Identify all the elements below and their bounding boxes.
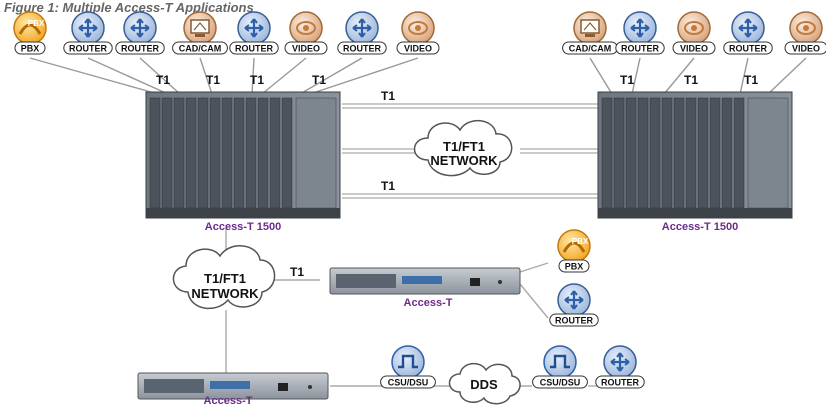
mid-unit-caption: Access-T <box>404 297 453 309</box>
bottom-device-csu-dsu[interactable]: CSU/DSU <box>380 345 436 389</box>
device-label: ROUTER <box>343 44 382 54</box>
left-device-pbx[interactable]: PBX PBX <box>13 11 47 55</box>
left-device-router[interactable]: ROUTER <box>63 11 113 55</box>
device-label-pill <box>672 41 716 55</box>
device-label: VIDEO <box>792 44 820 54</box>
right-device-video[interactable]: VIDEO <box>784 11 826 55</box>
left-device-cad-cam[interactable]: CAD/CAM <box>172 11 228 55</box>
device-label: ROUTER <box>69 44 108 54</box>
right-device-router[interactable]: ROUTER <box>723 11 773 55</box>
device-label-pill <box>595 375 645 389</box>
device-label-pill <box>337 41 387 55</box>
csudsu-icon <box>391 345 425 379</box>
trunk-lines <box>342 103 598 199</box>
device-label: ROUTER <box>121 44 160 54</box>
right-link-label: T1 <box>620 73 634 87</box>
device-label-pill <box>229 41 279 55</box>
device-label: VIDEO <box>680 44 708 54</box>
device-label: ROUTER <box>235 44 274 54</box>
device-label: VIDEO <box>292 44 320 54</box>
dds-label: DDS <box>470 377 498 392</box>
left-chassis-caption: Access-T 1500 <box>205 221 281 233</box>
bottom-device-router[interactable]: ROUTER <box>595 345 645 389</box>
device-label-pill <box>615 41 665 55</box>
device-label: VIDEO <box>404 44 432 54</box>
device-label-pill <box>549 313 599 327</box>
device-label-pill <box>396 41 440 55</box>
device-icons: PBX PBX ROUTER ROUTER CAD/CAM ROUTER VIDEO ROUT… <box>13 11 826 389</box>
pbx-icon <box>557 229 591 263</box>
device-label: CSU/DSU <box>540 378 581 388</box>
pbx-icon <box>13 11 47 45</box>
device-label: CAD/CAM <box>569 44 612 54</box>
csudsu-icon <box>543 345 577 379</box>
trunk-label: T1 <box>381 179 395 193</box>
left-chassis <box>145 91 341 219</box>
right-device-video[interactable]: VIDEO <box>672 11 716 55</box>
left-link-label: T1 <box>250 73 264 87</box>
dds-cloud: DDS <box>448 362 521 405</box>
right-chassis <box>597 91 793 219</box>
cloud-top-line1: T1/FT1 <box>443 139 485 154</box>
cloud-mid-line2: NETWORK <box>191 286 259 301</box>
right-link-label: T1 <box>684 73 698 87</box>
cloud-top: T1/FT1 NETWORK <box>413 120 513 177</box>
device-label: PBX <box>565 262 584 272</box>
left-device-router[interactable]: ROUTER <box>337 11 387 55</box>
device-label-pill <box>380 375 436 389</box>
figure-heading: Figure 1: Multiple Access-T Applications <box>4 0 254 15</box>
left-device-router[interactable]: ROUTER <box>115 11 165 55</box>
mid-device-pbx[interactable]: PBX PBX <box>557 229 591 273</box>
left-device-links <box>29 57 419 95</box>
right-chassis-caption: Access-T 1500 <box>662 221 738 233</box>
device-label-pill <box>63 41 113 55</box>
device-label-pill <box>532 375 588 389</box>
bottom-device-csu-dsu[interactable]: CSU/DSU <box>532 345 588 389</box>
device-label-pill <box>172 41 228 55</box>
right-link-label: T1 <box>744 73 758 87</box>
bottom-access-t-unit <box>137 372 329 400</box>
device-label-pill <box>284 41 328 55</box>
mid-device-router[interactable]: ROUTER <box>549 283 599 327</box>
left-link-label: T1 <box>156 73 170 87</box>
cloud-mid-line1: T1/FT1 <box>204 271 246 286</box>
device-label: ROUTER <box>729 44 768 54</box>
device-label-pill <box>14 41 46 55</box>
bottom-unit-caption: Access-T <box>204 395 253 405</box>
trunk-label: T1 <box>381 89 395 103</box>
device-label: CAD/CAM <box>179 44 222 54</box>
left-device-video[interactable]: VIDEO <box>396 11 440 55</box>
left-link-label: T1 <box>206 73 220 87</box>
left-device-router[interactable]: ROUTER <box>229 11 279 55</box>
device-label-pill <box>784 41 826 55</box>
device-label: CSU/DSU <box>388 378 429 388</box>
mid-access-t-unit <box>329 267 521 295</box>
device-label: ROUTER <box>621 44 660 54</box>
right-device-cad-cam[interactable]: CAD/CAM <box>562 11 618 55</box>
device-label: ROUTER <box>601 378 640 388</box>
svg-text:PBX: PBX <box>572 237 589 246</box>
svg-text:PBX: PBX <box>28 19 45 28</box>
cloud-mid: T1/FT1 NETWORK <box>172 245 276 310</box>
right-device-links <box>589 57 807 95</box>
mid-link-label: T1 <box>290 265 304 279</box>
device-label-pill <box>558 259 590 273</box>
device-label-pill <box>723 41 773 55</box>
left-device-video[interactable]: VIDEO <box>284 11 328 55</box>
device-label: PBX <box>21 44 40 54</box>
cloud-top-line2: NETWORK <box>430 153 498 168</box>
left-link-label: T1 <box>312 73 326 87</box>
device-label: ROUTER <box>555 316 594 326</box>
right-device-router[interactable]: ROUTER <box>615 11 665 55</box>
device-label-pill <box>115 41 165 55</box>
